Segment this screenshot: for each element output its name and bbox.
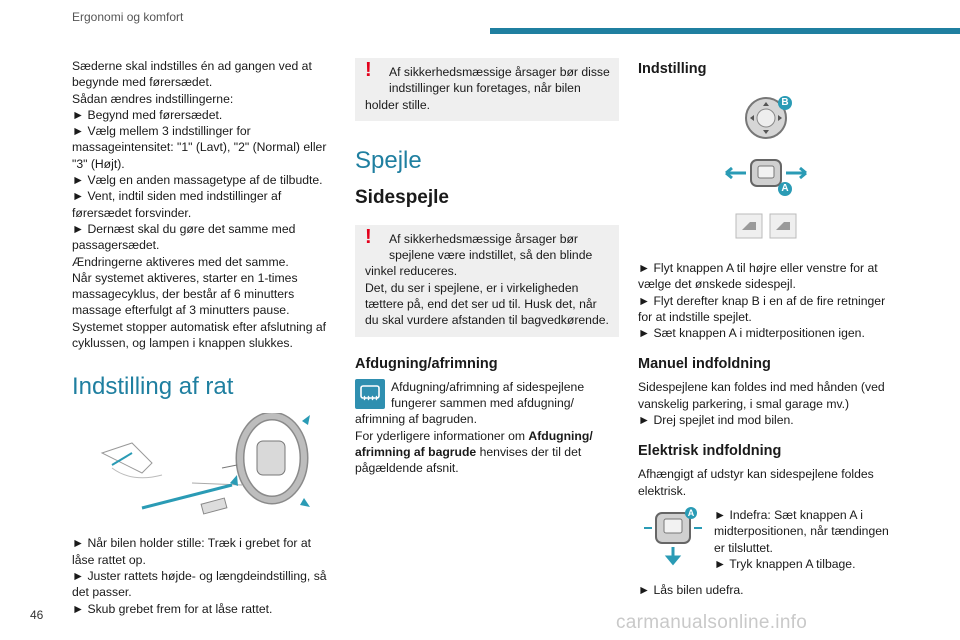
electric-folding-heading: Elektrisk indfoldning bbox=[638, 443, 782, 460]
defrost-row: Afdugning/afrimning af sidespejlene fung… bbox=[355, 378, 619, 412]
section-title: Ergonomi og komfort bbox=[72, 10, 184, 24]
text-line: ► Flyt knappen A til højre eller venstre… bbox=[638, 261, 878, 292]
text-line: Sidespejlene kan foldes ind med hånden (… bbox=[638, 380, 885, 411]
text-line: Afhængigt af udstyr kan sidespejlene fol… bbox=[638, 467, 874, 498]
text-line: ► Vent, indtil siden med indstillinger a… bbox=[72, 189, 282, 220]
defrost-text-part: henvises der til det pågældende afsnit. bbox=[355, 444, 582, 476]
safety-warning-box: ! Af sikkerhedsmæssige årsager bør disse… bbox=[355, 58, 619, 121]
text-line: ► Skub grebet frem for at låse rattet. bbox=[72, 601, 273, 616]
defrost-link-text: Afdugning/ afrimning af bagrude bbox=[355, 428, 593, 459]
warning-text: Af sikkerhedsmæssige årsager bør spejlen… bbox=[389, 231, 593, 263]
text-line: ► Drej spejlet ind mod bilen. bbox=[638, 413, 794, 428]
defrost-text-part: For yderligere informationer om bbox=[355, 428, 526, 443]
header-accent-bar bbox=[490, 28, 960, 34]
warning-icon: ! bbox=[365, 225, 372, 248]
defrost-heading: Afdugning/afrimning bbox=[355, 355, 498, 372]
callout-b: B bbox=[778, 96, 792, 110]
warning-text: holder stille. bbox=[365, 97, 431, 112]
text-line: ► Når bilen holder stille: Træk i grebet… bbox=[72, 536, 311, 567]
steering-wheel-illustration bbox=[72, 411, 334, 523]
warning-text: Af sikkerhedsmæssige årsager bør disse i… bbox=[389, 65, 610, 96]
mirrors-heading: Spejle bbox=[355, 146, 422, 174]
watermark: carmanualsonline.info bbox=[616, 612, 808, 633]
text-line: ► Vælg en anden massagetype af de tilbud… bbox=[72, 173, 323, 188]
text-line: Systemet stopper automatisk efter afslut… bbox=[72, 319, 327, 351]
text-line: ► Dernæst skal du gøre det samme med pas… bbox=[72, 221, 296, 253]
text-line: ► Flyt derefter knap B i en af de fire r… bbox=[638, 293, 886, 324]
fold-button-illustration: A bbox=[638, 506, 708, 569]
text-line: ► Indefra: Sæt knappen A i midterpositio… bbox=[714, 507, 889, 555]
side-mirrors-heading: Sidespejle bbox=[355, 186, 449, 208]
column-3: Indstilling B A ► Flyt knappen A til høj… bbox=[638, 58, 900, 598]
text-line: ► Lås bilen udefra. bbox=[638, 583, 744, 598]
electric-folding-row: A ► Indefra: Sæt knappen A i midterposit… bbox=[638, 506, 900, 572]
defrost-text: Afdugning/afrimning af sidespejlene fung… bbox=[391, 379, 585, 410]
text-line: ► Begynd med førersædet. bbox=[72, 107, 223, 122]
callout-a: A bbox=[685, 506, 697, 519]
warning-text: Det, du ser i spejlene, er i virkelighed… bbox=[365, 280, 609, 328]
text-line: ► Tryk knappen A tilbage. bbox=[714, 556, 856, 571]
defrost-text: afrimning af bagruden. bbox=[355, 412, 477, 427]
text-line: ► Juster rattets højde- og længdeindstil… bbox=[72, 568, 327, 600]
text-line: Sæderne skal indstilles én ad gangen ved… bbox=[72, 59, 312, 90]
column-1: Sæderne skal indstilles én ad gangen ved… bbox=[72, 58, 334, 617]
column-2: ! Af sikkerhedsmæssige årsager bør disse… bbox=[355, 58, 619, 476]
mirror-warning-box: ! Af sikkerhedsmæssige årsager bør spejl… bbox=[355, 224, 619, 337]
callout-a: A bbox=[778, 182, 792, 196]
text-line: ► Vælg mellem 3 indstillinger for massag… bbox=[72, 124, 327, 171]
manual-folding-heading: Manuel indfoldning bbox=[638, 356, 771, 373]
mirror-control-illustration: B A bbox=[638, 96, 900, 246]
steering-heading: Indstilling af rat bbox=[72, 373, 234, 401]
warning-icon: ! bbox=[365, 59, 372, 81]
rear-defrost-icon bbox=[355, 378, 385, 409]
text-line: Ændringerne aktiveres med det samme. bbox=[72, 254, 289, 269]
text-line: Når systemet aktiveres, starter en 1-tim… bbox=[72, 270, 298, 318]
adjust-heading: Indstilling bbox=[638, 61, 707, 77]
warning-text: vinkel reduceres. bbox=[365, 264, 458, 279]
page-number: 46 bbox=[30, 608, 44, 622]
text-line: Sådan ændres indstillingerne: bbox=[72, 91, 234, 106]
defrost-text: For yderligere informationer om Afdugnin… bbox=[355, 428, 619, 477]
text-line: ► Sæt knappen A i midterpositionen igen. bbox=[638, 326, 865, 341]
